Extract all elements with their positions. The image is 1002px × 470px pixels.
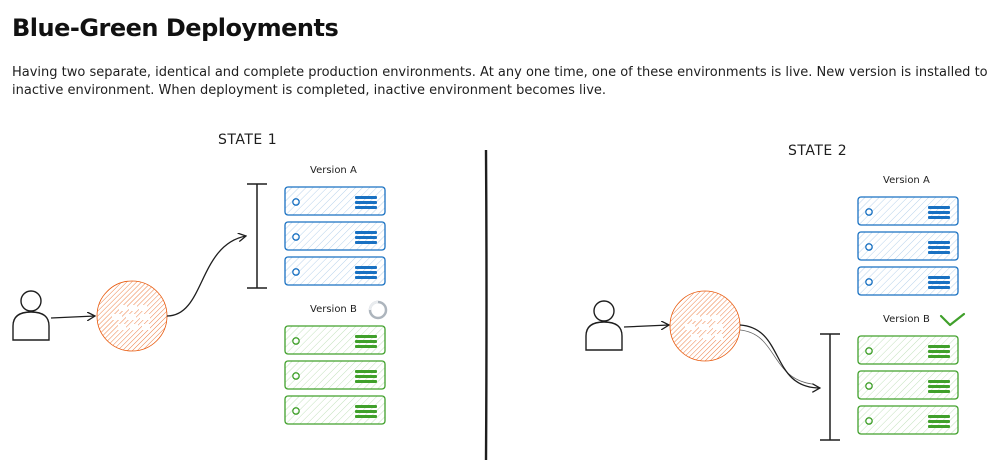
state-2-live-bracket: [820, 333, 840, 441]
server-icon: [284, 186, 386, 216]
state-1-user-to-router-arrow: [50, 316, 95, 318]
state-1-label: STATE 1: [218, 132, 278, 148]
state-2-user-to-router-arrow: [623, 325, 669, 327]
state-2-version-a-servers: [857, 196, 959, 296]
state-2-version-b-servers: [857, 335, 959, 435]
server-icon: [857, 196, 959, 226]
server-icon: [284, 395, 386, 425]
state-1-router-icon: [96, 280, 168, 352]
server-icon: [857, 405, 959, 435]
server-icon: [284, 221, 386, 251]
state-2-version-a-label: Version A: [883, 175, 930, 186]
server-icon: [284, 256, 386, 286]
state-2-router-icon: [669, 290, 741, 362]
state-1-version-b-label: Version B: [310, 304, 357, 315]
state-1-version-a-servers: [284, 186, 386, 286]
state-1-user-icon: [12, 290, 50, 341]
state-1-version-a-label: Version A: [310, 165, 357, 176]
server-icon: [857, 266, 959, 296]
loading-spinner-icon: [368, 300, 388, 320]
page-description: Having two separate, identical and compl…: [12, 65, 988, 98]
page-title: Blue-Green Deployments: [12, 14, 339, 42]
server-icon: [857, 370, 959, 400]
state-1-router-to-version-a-arrow: [166, 236, 246, 317]
state-2-user-icon: [585, 300, 623, 351]
server-icon: [857, 335, 959, 365]
state-1-version-b-servers: [284, 325, 386, 425]
state-divider: [484, 149, 488, 461]
state-2-router-to-version-b-arrow: [739, 324, 820, 388]
server-icon: [284, 360, 386, 390]
server-icon: [284, 325, 386, 355]
checkmark-icon: [939, 312, 966, 327]
state-2-version-b-label: Version B: [883, 314, 930, 325]
state-1-live-bracket: [247, 183, 267, 289]
server-icon: [857, 231, 959, 261]
state-2-label: STATE 2: [788, 143, 848, 159]
